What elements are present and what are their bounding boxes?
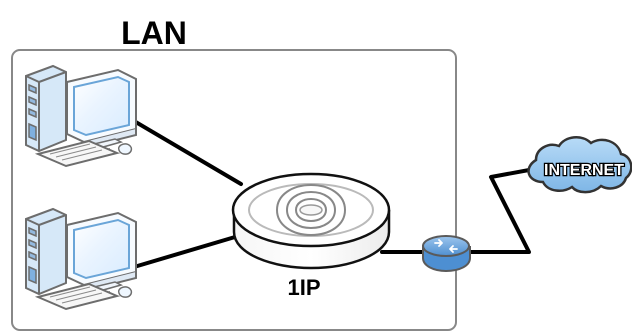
lan-title: LAN (121, 15, 187, 51)
desktop-computer-icon (25, 64, 137, 168)
desktop-computer-icon (25, 207, 137, 311)
lan-boundary (11, 49, 457, 331)
internet-cloud-icon (527, 136, 632, 194)
cable-top-computer-to-router (132, 119, 243, 186)
cable-bottom-computer-to-router (132, 235, 237, 269)
router-label: 1IP (287, 275, 320, 300)
wireless-router-icon (231, 172, 391, 270)
cable-modem-to-internet (468, 166, 542, 254)
internet-label: INTERNET (544, 162, 624, 179)
modem-icon (422, 235, 471, 273)
